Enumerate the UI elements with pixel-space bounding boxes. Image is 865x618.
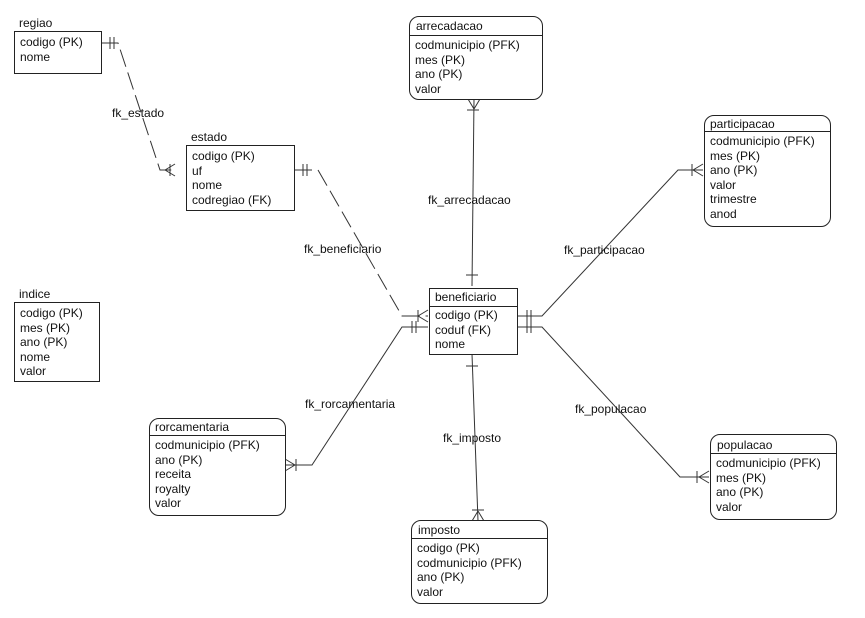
entity-imposto-attr: valor — [417, 584, 444, 599]
entity-indice-attr: valor — [20, 364, 47, 379]
entity-participacao-attr: valor — [710, 177, 737, 192]
entity-beneficiario-attr: coduf (FK) — [435, 322, 492, 337]
rel-label-fk-estado: fk_estado — [112, 106, 165, 120]
entity-rorcamentaria-title: rorcamentaria — [155, 420, 230, 434]
entity-participacao-attr: mes (PK) — [710, 148, 761, 163]
entity-populacao-attr: mes (PK) — [716, 470, 767, 485]
entity-indice[interactable]: indice codigo (PK) mes (PK) ano (PK) nom… — [14, 287, 100, 382]
entity-regiao-attr: codigo (PK) — [20, 35, 83, 49]
entity-estado-attr: uf — [192, 163, 203, 178]
entity-populacao[interactable]: populacao codmunicipio (PFK) mes (PK) an… — [710, 434, 837, 520]
entity-imposto-attr: codmunicipio (PFK) — [417, 555, 522, 570]
entity-indice-attr: mes (PK) — [20, 320, 71, 335]
rel-label-fk-beneficiario: fk_beneficiario — [304, 242, 382, 256]
entity-regiao-title: regiao — [19, 16, 53, 30]
entity-rorcamentaria-attr: valor — [155, 496, 182, 511]
rel-fk-arrecadacao-line — [466, 98, 481, 287]
entity-imposto-title: imposto — [418, 523, 461, 537]
entity-indice-attr: nome — [20, 349, 51, 364]
rel-fk-participacao-line — [517, 163, 704, 322]
entity-participacao-divider — [705, 131, 830, 132]
entity-rorcamentaria-attr: codmunicipio (PFK) — [155, 438, 260, 452]
entity-participacao-attr: trimestre — [710, 192, 757, 207]
entity-participacao-attr: codmunicipio (PFK) — [710, 134, 815, 148]
entity-regiao[interactable]: regiao codigo (PK) nome — [14, 16, 102, 74]
entity-rorcamentaria-attr: ano (PK) — [155, 452, 203, 467]
rel-label-fk-populacao: fk_populacao — [575, 402, 647, 416]
entity-populacao-attr: valor — [716, 499, 743, 514]
rel-fk-estado-line — [101, 37, 176, 177]
entity-beneficiario[interactable]: beneficiario codigo (PK) coduf (FK) nome — [429, 288, 518, 355]
entity-rorcamentaria-attr: receita — [155, 467, 192, 482]
entity-populacao-attr: codmunicipio (PFK) — [716, 456, 821, 470]
entity-imposto-attr: ano (PK) — [417, 570, 465, 585]
rel-fk-rorcamentaria-line — [284, 321, 428, 472]
entity-beneficiario-attr: nome — [435, 337, 466, 352]
entity-participacao[interactable]: participacao codmunicipio (PFK) mes (PK)… — [704, 115, 831, 227]
entity-populacao-divider — [711, 453, 836, 454]
entity-participacao-title: participacao — [710, 117, 775, 131]
entity-populacao-title: populacao — [717, 438, 773, 452]
entity-estado[interactable]: estado codigo (PK) uf nome codregiao (FK… — [186, 130, 295, 211]
entity-estado-attr: nome — [192, 178, 223, 193]
rel-label-fk-imposto: fk_imposto — [443, 431, 502, 445]
entity-arrecadacao-attr: ano (PK) — [415, 67, 463, 82]
rel-label-fk-rorcamentaria: fk_rorcamentaria — [305, 397, 396, 411]
entity-arrecadacao-attr: valor — [415, 81, 442, 96]
entity-populacao-attr: ano (PK) — [716, 485, 764, 500]
entity-estado-title: estado — [191, 130, 228, 144]
entity-participacao-attr: ano (PK) — [710, 163, 758, 178]
entity-beneficiario-title: beneficiario — [435, 290, 497, 304]
rel-fk-beneficiario-line — [294, 164, 429, 323]
rel-fk-imposto-line — [466, 353, 485, 522]
entity-rorcamentaria[interactable]: rorcamentaria codmunicipio (PFK) ano (PK… — [149, 418, 286, 516]
entity-beneficiario-divider — [430, 306, 517, 307]
entity-indice-title: indice — [19, 287, 51, 301]
entity-participacao-attr: anod — [710, 206, 737, 221]
entity-estado-attr: codigo (PK) — [192, 149, 255, 163]
entity-arrecadacao[interactable]: arrecadacao codmunicipio (PFK) mes (PK) … — [409, 16, 543, 100]
entity-arrecadacao-attr: mes (PK) — [415, 52, 466, 67]
entity-arrecadacao-attr: codmunicipio (PFK) — [415, 38, 520, 52]
rel-label-fk-participacao: fk_participacao — [564, 243, 645, 257]
entity-estado-attr: codregiao (FK) — [192, 192, 272, 207]
entity-imposto[interactable]: imposto codigo (PK) codmunicipio (PFK) a… — [411, 520, 548, 604]
entity-beneficiario-attr: codigo (PK) — [435, 308, 498, 322]
entity-indice-attr: codigo (PK) — [20, 306, 83, 320]
entity-indice-attr: ano (PK) — [20, 335, 68, 350]
rel-fk-populacao-line — [517, 321, 710, 484]
entity-arrecadacao-title: arrecadacao — [416, 19, 483, 33]
entity-imposto-divider — [412, 538, 547, 539]
entity-rorcamentaria-divider — [150, 435, 285, 436]
rel-label-fk-arrecadacao: fk_arrecadacao — [428, 193, 511, 207]
entity-regiao-attr: nome — [20, 49, 51, 64]
entity-imposto-attr: codigo (PK) — [417, 541, 480, 555]
entity-arrecadacao-divider — [410, 35, 542, 36]
entity-rorcamentaria-attr: royalty — [155, 481, 191, 496]
